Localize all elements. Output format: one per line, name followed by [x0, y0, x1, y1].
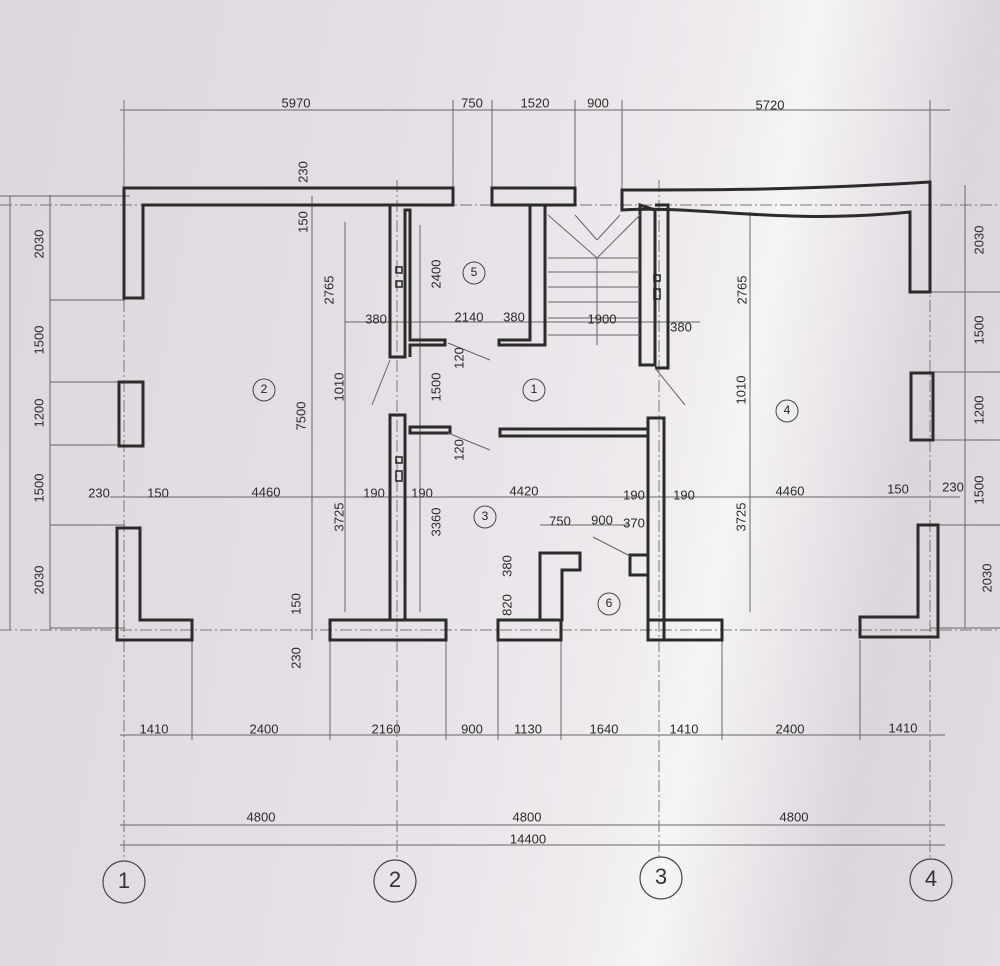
room-number: 3	[482, 509, 489, 523]
dimension-label: 2400	[776, 721, 805, 736]
dimension-label: 7500	[293, 402, 308, 431]
dimension-label: 230	[88, 485, 110, 500]
dimension-label: 4800	[247, 809, 276, 824]
dimension-label: 1500	[971, 476, 986, 505]
dimension-label: 900	[587, 95, 609, 110]
dimension-label: 370	[623, 515, 645, 530]
dimension-label: 4420	[510, 483, 539, 498]
dimension-label: 2030	[979, 564, 994, 593]
dimension-label: 2400	[428, 260, 443, 289]
dimension-label: 1200	[971, 396, 986, 425]
room-number: 2	[261, 382, 268, 396]
dimension-label: 2140	[455, 309, 484, 324]
dimension-label: 150	[147, 485, 169, 500]
dimension-label: 4800	[513, 809, 542, 824]
dimension-label: 1500	[428, 373, 443, 402]
axis-label: 4	[925, 866, 937, 891]
dimension-label: 5720	[756, 97, 785, 112]
dimension-label: 4800	[780, 809, 809, 824]
dimension-label: 380	[503, 309, 525, 324]
dimension-label: 380	[365, 311, 387, 326]
dimension-label: 2765	[321, 276, 336, 305]
dimension-label: 900	[591, 512, 613, 527]
dimension-label: 120	[451, 347, 466, 369]
ventilation-ducts	[395, 266, 661, 482]
dimension-label: 3360	[428, 508, 443, 537]
dimension-label: 190	[623, 487, 645, 502]
dimension-label: 1500	[971, 316, 986, 345]
dimension-label: 120	[451, 439, 466, 461]
dimension-label: 2160	[372, 721, 401, 736]
dimension-label: 1410	[670, 721, 699, 736]
dimension-label: 750	[549, 513, 571, 528]
dimension-label: 1200	[31, 399, 46, 428]
dimension-label: 150	[295, 211, 310, 233]
dimension-label: 1410	[889, 720, 918, 735]
dimension-label: 1640	[590, 721, 619, 736]
dimension-label: 1520	[521, 95, 550, 110]
room-markers	[252, 261, 799, 616]
dimension-label: 14400	[510, 831, 546, 846]
axis-lines	[0, 100, 1000, 860]
dimension-label: 2765	[734, 276, 749, 305]
axis-label: 1	[118, 868, 130, 893]
dimension-label: 230	[288, 647, 303, 669]
dimension-label: 190	[411, 485, 433, 500]
dimension-label: 900	[461, 721, 483, 736]
dimension-label: 4460	[252, 484, 281, 499]
dimension-label: 2030	[31, 566, 46, 595]
dimension-label: 2400	[250, 721, 279, 736]
dimension-label: 1010	[733, 376, 748, 405]
dimension-label: 1900	[588, 311, 617, 326]
dimension-label: 380	[670, 319, 692, 334]
dimension-label: 190	[363, 485, 385, 500]
door-swings	[371, 342, 686, 557]
dimension-label: 1500	[31, 474, 46, 503]
dimension-label: 1410	[140, 721, 169, 736]
dimension-label: 190	[673, 487, 695, 502]
dimension-label: 1130	[514, 721, 542, 736]
room-number: 1	[531, 382, 538, 396]
room-number: 6	[606, 596, 613, 610]
room-number: 4	[784, 403, 791, 417]
dimension-label: 1010	[331, 373, 346, 402]
room-number: 5	[471, 265, 478, 279]
dimension-label: 5970	[282, 95, 311, 110]
dimension-label: 4460	[776, 483, 805, 498]
dimension-label: 750	[461, 95, 483, 110]
dimension-label: 380	[499, 555, 514, 577]
dimension-label: 3725	[733, 503, 748, 532]
axis-label: 2	[389, 867, 401, 892]
stair	[547, 214, 641, 345]
dimension-label: 2030	[971, 226, 986, 255]
axis-markers	[102, 856, 953, 904]
dimension-label: 2030	[31, 230, 46, 259]
dimension-label: 3725	[331, 503, 346, 532]
dimension-label: 150	[288, 593, 303, 615]
walls	[115, 180, 940, 642]
axis-label: 3	[655, 864, 667, 889]
dimension-label: 230	[942, 479, 964, 494]
dimension-label: 820	[499, 594, 514, 616]
dimension-label: 1500	[31, 326, 46, 355]
dimension-label: 150	[887, 481, 909, 496]
dimension-label: 230	[295, 161, 310, 183]
